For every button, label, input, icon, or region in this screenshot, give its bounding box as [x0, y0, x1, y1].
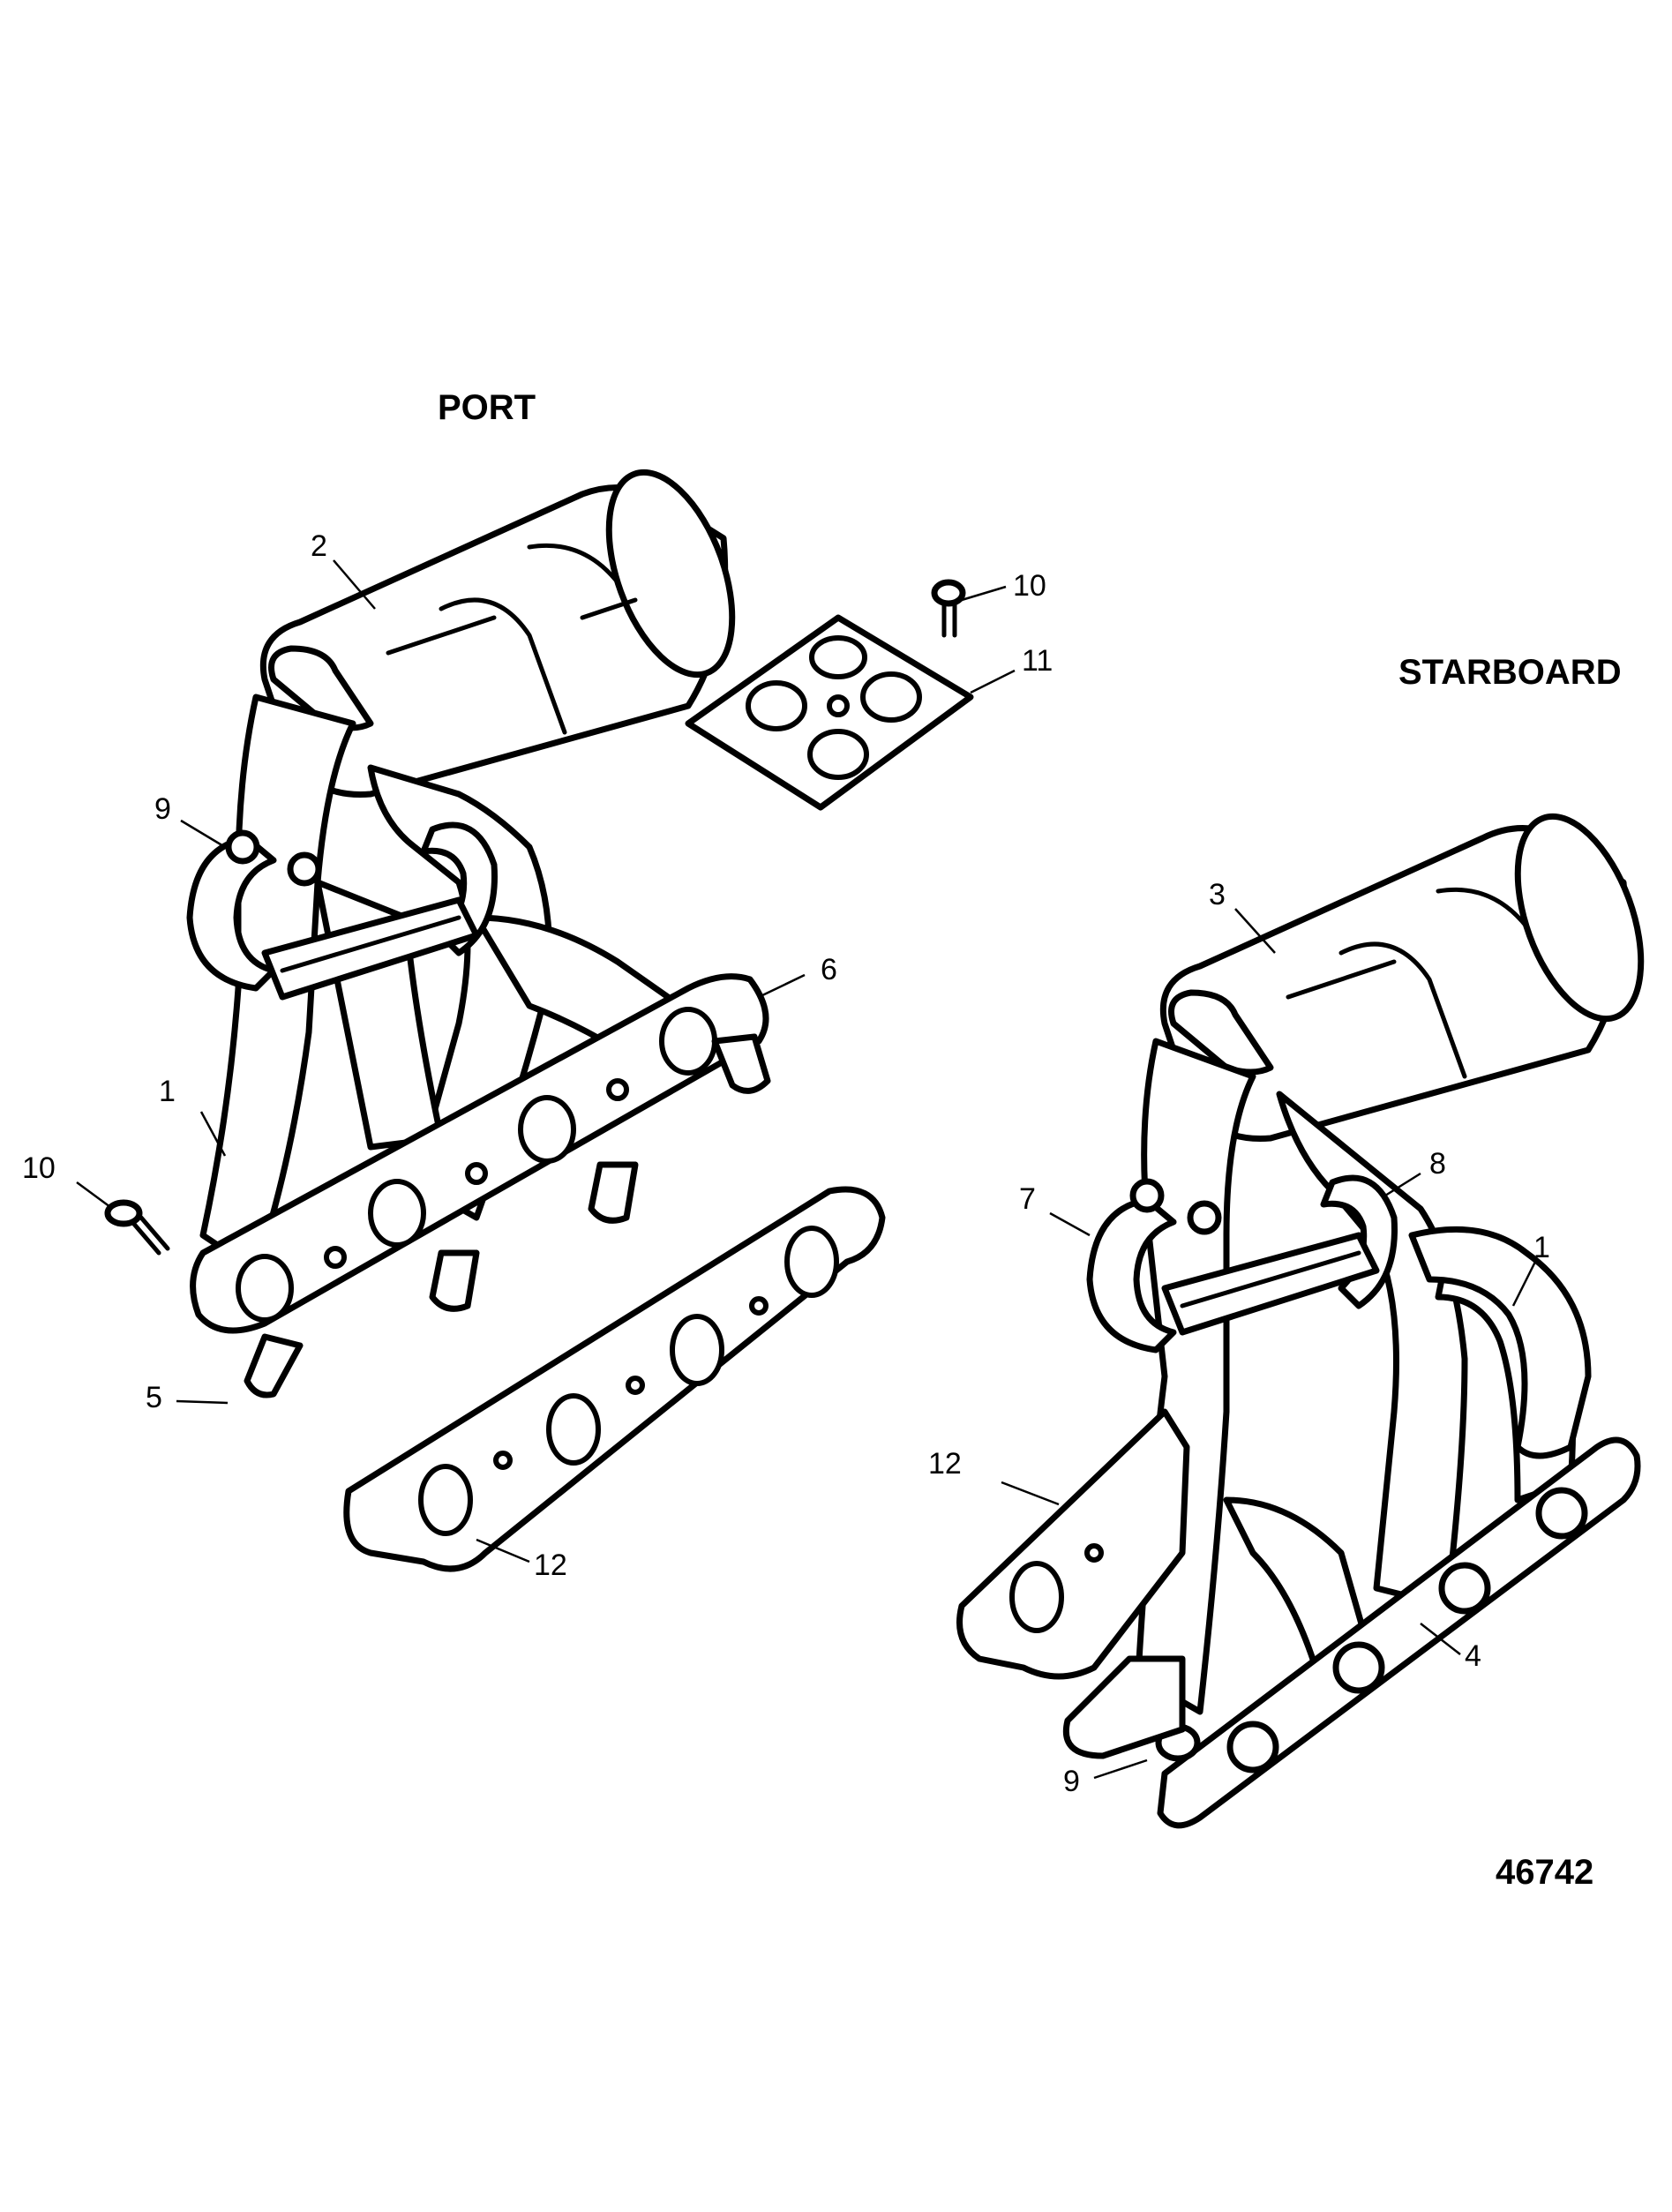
starboard-exhaust-manifold: [1135, 1038, 1592, 1715]
callout-starboard-stud: 9: [1063, 1765, 1080, 1798]
port-bolt: [104, 1199, 170, 1256]
callout-port-bolt: 10: [22, 1151, 56, 1185]
collector-bolt: [931, 579, 966, 638]
callout-starboard-catalyst: 3: [1209, 878, 1226, 911]
starboard-manifold-flange: [1155, 1436, 1641, 1829]
figure-number: 46742: [1496, 1853, 1594, 1892]
leader-lines: [76, 559, 1537, 1780]
callout-starboard-gasket-12: 12: [928, 1447, 962, 1481]
starboard-clamp: [1086, 1174, 1398, 1353]
port-manifold-gasket: [343, 1186, 886, 1572]
callout-starboard-clamp-7: 7: [1019, 1182, 1036, 1216]
callout-collector-gasket: 11: [1022, 644, 1053, 678]
callout-port-catalyst: 2: [311, 529, 327, 563]
starboard-label: STARBOARD: [1398, 653, 1622, 692]
callout-port-gasket-6: 6: [821, 953, 837, 986]
port-clamp: [186, 821, 498, 1001]
callout-starboard-clamp-8: 8: [1429, 1147, 1446, 1181]
collector-gasket: [685, 614, 974, 811]
callout-port-gasket-12: 12: [534, 1548, 567, 1582]
starboard-manifold-gasket: [956, 1408, 1190, 1759]
callout-port-stud: 5: [146, 1381, 162, 1414]
starboard-catalytic-converter: [1159, 813, 1645, 1142]
callout-collector-bolt: 10: [1013, 569, 1046, 603]
callout-port-clamp: 9: [154, 792, 171, 826]
port-manifold-flange: [190, 973, 771, 1398]
port-label: PORT: [438, 388, 536, 427]
callout-starboard-manifold: 1: [1533, 1231, 1550, 1264]
callout-starboard-flange: 4: [1465, 1639, 1481, 1673]
callout-port-manifold: 1: [159, 1075, 176, 1108]
